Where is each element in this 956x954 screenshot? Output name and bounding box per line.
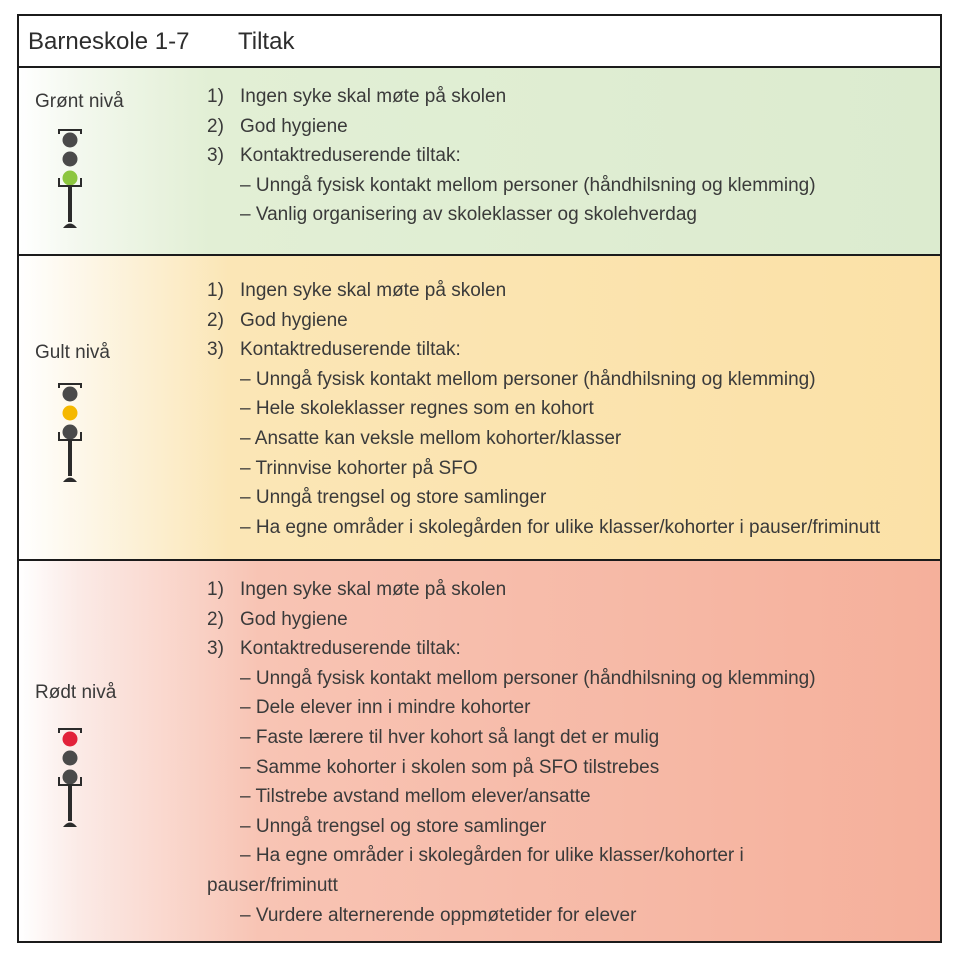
- sub-item: – Unngå fysisk kontakt mellom personer (…: [240, 174, 816, 196]
- list-item: 3) Kontaktreduserende tiltak:: [207, 634, 816, 664]
- sub-item: – Unngå trengsel og store samlinger: [240, 815, 547, 837]
- green-level-row: Grønt nivå 1) Ingen syke skal møte på sko…: [19, 68, 940, 256]
- measures-table: Barneskole 1-7 Tiltak Grønt nivå 1) Ingen…: [17, 14, 942, 943]
- level-label-green: Grønt nivå: [35, 91, 124, 112]
- item-text: Kontaktreduserende tiltak:: [240, 145, 461, 167]
- measures-heading: Tiltak: [238, 28, 295, 55]
- school-heading: Barneskole 1-7: [28, 28, 190, 55]
- sub-item: – Vurdere alternerende oppmøtetider for …: [240, 904, 637, 926]
- level-label-red: Rødt nivå: [35, 682, 117, 703]
- sub-item-continuation-text: pauser/friminutt: [207, 874, 338, 896]
- item-number: 1): [207, 86, 224, 107]
- item-text: Ingen syke skal møte på skolen: [240, 280, 507, 301]
- light-bottom: [62, 170, 78, 186]
- list-item: 1) Ingen syke skal møte på skolen: [207, 276, 880, 306]
- light-middle: [62, 750, 78, 766]
- item-number: 1): [207, 579, 224, 600]
- yellow-level-row: Gult nivå 1) Ingen syke skal møte på skol…: [19, 256, 940, 561]
- light-bottom: [62, 424, 78, 440]
- item-number: 2): [207, 608, 224, 630]
- item-number: 1): [207, 280, 224, 301]
- measures-list-yellow: 1) Ingen syke skal møte på skolen 2) God h…: [207, 276, 880, 542]
- sub-item: – Unngå fysisk kontakt mellom personer (…: [240, 368, 816, 390]
- traffic-light-icon: [58, 129, 82, 228]
- sub-item: – Tilstrebe avstand mellom elever/ansatt…: [240, 786, 591, 808]
- table-header: Barneskole 1-7 Tiltak: [19, 16, 940, 68]
- item-number: 3): [207, 638, 224, 660]
- measures-list-red: 1) Ingen syke skal møte på skolen 2) God h…: [207, 575, 816, 930]
- item-text: Kontaktreduserende tiltak:: [240, 638, 461, 660]
- sub-item: – Vanlig organisering av skoleklasser og…: [240, 204, 697, 226]
- measures-list-green: 1) Ingen syke skal møte på skolen 2) God h…: [207, 82, 816, 230]
- item-text: God hygiene: [240, 608, 348, 630]
- sub-item: – Unngå fysisk kontakt mellom personer (…: [240, 667, 816, 689]
- item-text: Kontaktreduserende tiltak:: [240, 339, 461, 361]
- sub-item: – Dele elever inn i mindre kohorter: [240, 697, 531, 719]
- light-top: [62, 731, 78, 747]
- sub-item: – Unngå trengsel og store samlinger: [240, 487, 547, 509]
- sub-item: – Samme kohorter i skolen som på SFO til…: [240, 756, 660, 778]
- light-bottom: [62, 769, 78, 785]
- red-level-row: Rødt nivå 1) Ingen syke skal møte på skol…: [19, 561, 940, 941]
- light-middle: [62, 405, 78, 421]
- sub-item: – Trinnvise kohorter på SFO: [240, 457, 478, 479]
- item-text: Ingen syke skal møte på skolen: [240, 86, 507, 107]
- light-top: [62, 386, 78, 402]
- list-item: 2) God hygiene: [207, 306, 880, 336]
- item-number: 3): [207, 339, 224, 361]
- item-text: God hygiene: [240, 115, 348, 137]
- list-item: 2) God hygiene: [207, 112, 816, 142]
- sub-item: – Ha egne områder i skolegården for ulik…: [240, 845, 744, 867]
- sub-item: – Ha egne områder i skolegården for ulik…: [240, 516, 880, 538]
- list-item: 3) Kontaktreduserende tiltak:: [207, 141, 816, 171]
- traffic-light-icon: [58, 728, 82, 827]
- traffic-light-icon: [58, 383, 82, 482]
- list-item: 1) Ingen syke skal møte på skolen: [207, 82, 816, 112]
- level-label-yellow: Gult nivå: [35, 342, 110, 363]
- light-top: [62, 132, 78, 148]
- list-item: 1) Ingen syke skal møte på skolen: [207, 575, 816, 605]
- item-text: God hygiene: [240, 309, 348, 331]
- sub-item-continuation: pauser/friminutt: [207, 871, 816, 901]
- sub-item: – Faste lærere til hver kohort så langt …: [240, 726, 660, 748]
- sub-item: – Ansatte kan veksle mellom kohorter/kla…: [240, 427, 622, 449]
- list-item: 3) Kontaktreduserende tiltak:: [207, 335, 880, 365]
- item-number: 2): [207, 309, 224, 331]
- item-number: 2): [207, 115, 224, 137]
- item-number: 3): [207, 145, 224, 167]
- sub-item: – Hele skoleklasser regnes som en kohort: [240, 398, 594, 420]
- light-middle: [62, 151, 78, 167]
- item-text: Ingen syke skal møte på skolen: [240, 579, 507, 600]
- list-item: 2) God hygiene: [207, 605, 816, 635]
